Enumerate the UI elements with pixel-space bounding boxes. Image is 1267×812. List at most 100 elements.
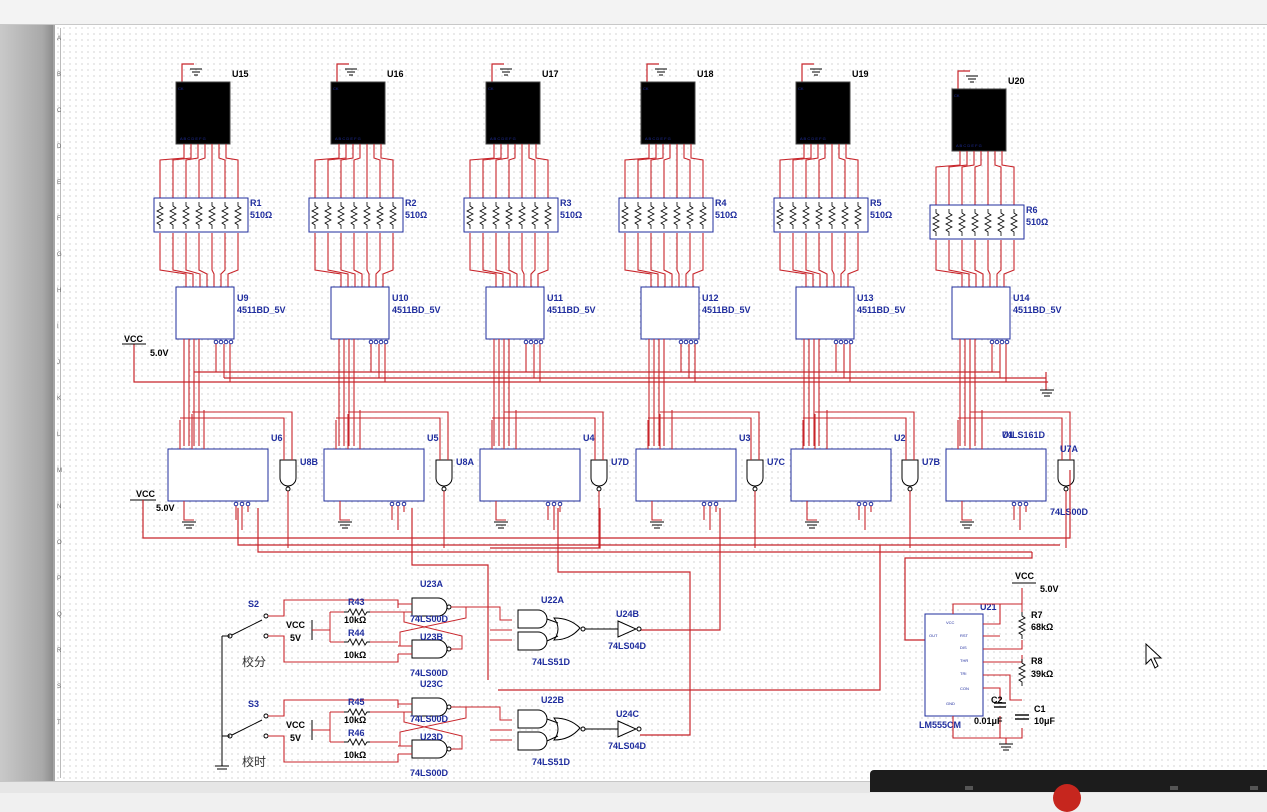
capacitor-value: 0.01μF	[974, 716, 1003, 726]
resistor-element	[544, 202, 552, 229]
vcc-voltage: 5.0V	[1040, 584, 1059, 594]
counter-bus-wires	[142, 470, 1071, 736]
switch-caption: 校分	[242, 654, 266, 669]
segment-wire	[1001, 151, 1015, 207]
pin-bubble	[239, 501, 245, 507]
pin-bubble	[713, 501, 719, 507]
pin-bubble	[245, 501, 251, 507]
segment-wire	[537, 233, 549, 290]
pin-bubble	[218, 339, 224, 345]
record-button[interactable]	[1053, 784, 1081, 812]
segment-wire	[935, 151, 961, 207]
segment-wire	[1003, 240, 1015, 290]
pin-bubble	[401, 501, 407, 507]
nor-gate	[553, 717, 581, 741]
ruler-row-label: K	[57, 396, 61, 402]
pin-bubble	[862, 501, 868, 507]
pin-bubble	[752, 486, 758, 492]
timer-pin-label: VCC	[946, 620, 955, 625]
inverter-part: 74LS04D	[608, 741, 647, 751]
counter-row: U6U8BU5U8AU4U7DU3U7CU2U7BU174LS161DU7A74…	[167, 410, 1089, 548]
ruler-row-label: O	[57, 540, 62, 546]
ground-wire	[181, 63, 194, 82]
sheet-border	[60, 28, 61, 778]
display-pin-labels: A B C D E F G	[180, 136, 206, 141]
display-ck-pin: CK	[643, 86, 649, 91]
resistor	[1017, 612, 1027, 639]
vcc-voltage: 5V	[290, 633, 301, 643]
gate-part: 74LS00D	[410, 614, 449, 624]
segment-wire	[690, 144, 704, 200]
resistor-element	[673, 202, 681, 229]
resistor-value: 10kΩ	[344, 715, 366, 725]
decoder-ref: U9	[237, 293, 249, 303]
toolbar-button[interactable]	[1250, 786, 1258, 790]
gate-part: 74LS51D	[532, 657, 571, 667]
decoder-part: 4511BD_5V	[1013, 305, 1062, 315]
ground-wire	[491, 63, 504, 82]
gate-ref: U7C	[767, 457, 786, 467]
segment-wire	[805, 233, 821, 290]
cross-coupling-wire	[399, 706, 467, 750]
resistor-value: 10kΩ	[344, 650, 366, 660]
pin-bubble	[383, 339, 389, 345]
seven-segment-display	[640, 81, 696, 145]
segment-wire	[508, 144, 516, 200]
display-pin-labels: A B C D E F G	[800, 136, 826, 141]
timer-pin-label: RST	[960, 633, 969, 638]
ruler-row-label: J	[57, 360, 60, 366]
resistor-element	[789, 202, 797, 229]
counter-pin-wire	[703, 506, 717, 530]
nand-gate	[411, 639, 448, 659]
decoder-ref: U13	[857, 293, 874, 303]
toolbar-button[interactable]	[965, 786, 973, 790]
counter-chip	[635, 448, 737, 502]
feedback-wire	[957, 410, 983, 449]
resistor-element	[337, 202, 345, 229]
segment-wire	[961, 240, 977, 290]
pin-bubble	[395, 501, 401, 507]
switch-lever	[229, 619, 263, 637]
pin-bubble	[233, 501, 239, 507]
pin-bubble	[868, 501, 874, 507]
segment-wire	[198, 144, 206, 200]
segment-wire	[974, 240, 984, 290]
toolbar-button[interactable]	[1170, 786, 1178, 790]
pin-bubble	[856, 501, 862, 507]
pin-bubble	[596, 486, 602, 492]
recording-toolbar[interactable]	[870, 770, 1267, 812]
segment-wire	[353, 144, 361, 200]
timer-pin-label: DIS	[960, 645, 967, 650]
display-ref: U16	[387, 69, 404, 79]
pin-bubble	[838, 339, 844, 345]
ruler-row-label: A	[57, 36, 61, 42]
pin-bubble	[701, 501, 707, 507]
pin-bubble	[228, 339, 234, 345]
resistor-element	[647, 202, 655, 229]
gate-ref: U8A	[456, 457, 475, 467]
counter-chip	[790, 448, 892, 502]
timer-part: LM555CM	[919, 720, 961, 730]
segment-wire	[225, 144, 239, 200]
nand-gate	[411, 739, 448, 759]
segment-wire	[227, 233, 239, 290]
decoder-part: 4511BD_5V	[392, 305, 441, 315]
segment-wire	[375, 233, 381, 290]
segment-wire	[185, 144, 199, 200]
segment-wire	[211, 233, 215, 290]
ruler-row-label: M	[57, 468, 62, 474]
ruler-row-label: C	[57, 108, 62, 114]
schematic-canvas[interactable]	[55, 25, 1267, 781]
ruler-row-label: H	[57, 288, 61, 294]
switch-wire	[268, 635, 399, 663]
resistor-pack-ref: R1	[250, 198, 262, 208]
counter-ground-wire	[495, 501, 506, 521]
pin-bubble	[848, 339, 854, 345]
decoder-chip	[951, 286, 1011, 340]
segment-wire	[987, 240, 991, 290]
segment-wire	[528, 144, 536, 200]
pin-bubble	[707, 501, 713, 507]
